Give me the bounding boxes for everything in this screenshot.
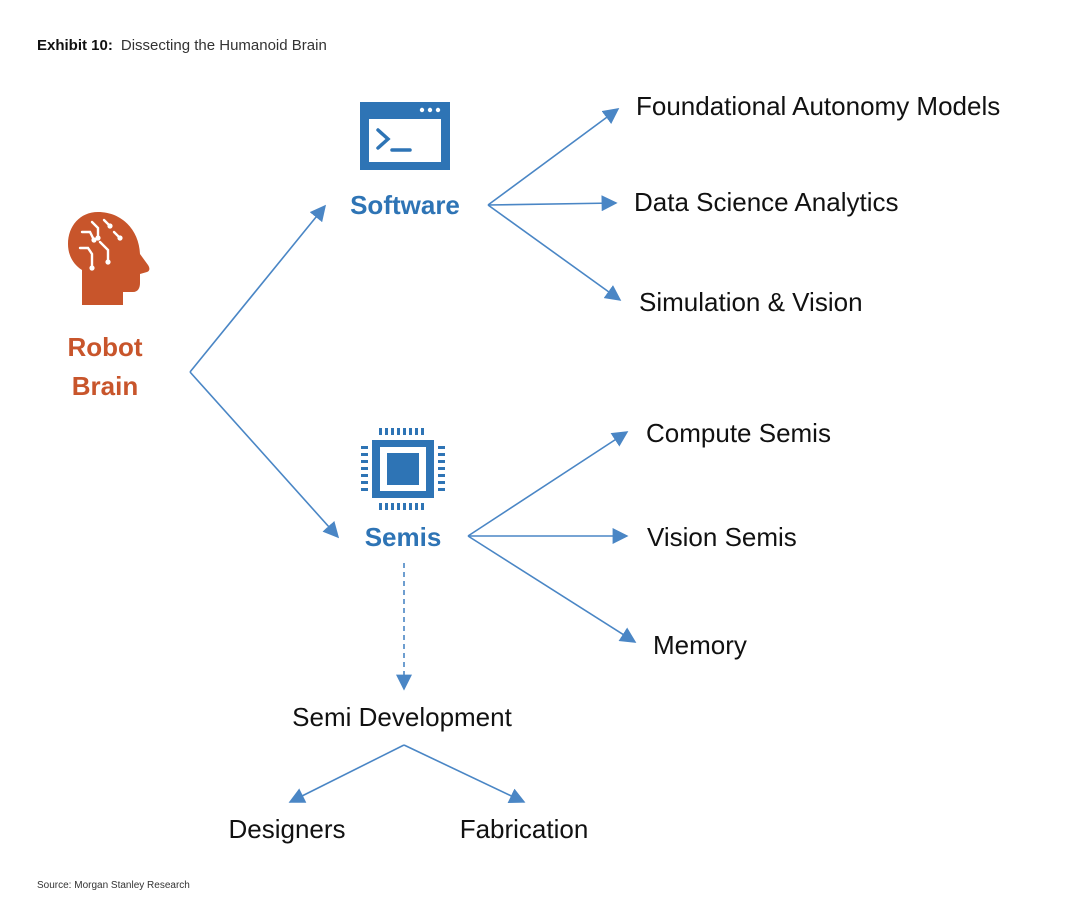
software-child-1: Foundational Autonomy Models [636, 91, 1000, 121]
arrow-development-to-designers [288, 744, 405, 803]
exhibit-label: Exhibit 10: [37, 37, 113, 54]
arrow-semis-to-compute [467, 431, 629, 537]
root-label-line1: Robot [67, 332, 142, 362]
semis-child-3: Memory [653, 630, 747, 660]
arrow-root-to-software [189, 204, 327, 373]
brain-head-icon [68, 212, 150, 305]
development-child-2: Fabrication [460, 814, 589, 844]
arrow-software-to-data-science [487, 195, 618, 212]
arrow-root-to-semis [189, 371, 340, 539]
semis-child-1: Compute Semis [646, 418, 831, 448]
software-child-2: Data Science Analytics [634, 187, 898, 217]
software-child-3: Simulation & Vision [639, 287, 863, 317]
source-note: Source: Morgan Stanley Research [37, 880, 190, 891]
arrow-software-to-simulation [487, 204, 622, 301]
arrow-development-to-fabrication [403, 744, 526, 804]
development-label: Semi Development [292, 702, 512, 732]
arrow-semis-to-memory [467, 535, 637, 643]
terminal-window-icon [360, 102, 450, 170]
root-label-line2: Brain [72, 371, 138, 401]
exhibit-title: Exhibit 10: Dissecting the Humanoid Brain [37, 37, 327, 54]
arrow-software-to-foundational [487, 108, 620, 206]
semis-child-2: Vision Semis [647, 522, 797, 552]
exhibit-title-text: Dissecting the Humanoid Brain [120, 37, 327, 54]
software-label: Software [350, 190, 460, 220]
semis-label: Semis [365, 522, 442, 552]
development-child-1: Designers [228, 814, 345, 844]
microchip-icon [361, 428, 445, 510]
